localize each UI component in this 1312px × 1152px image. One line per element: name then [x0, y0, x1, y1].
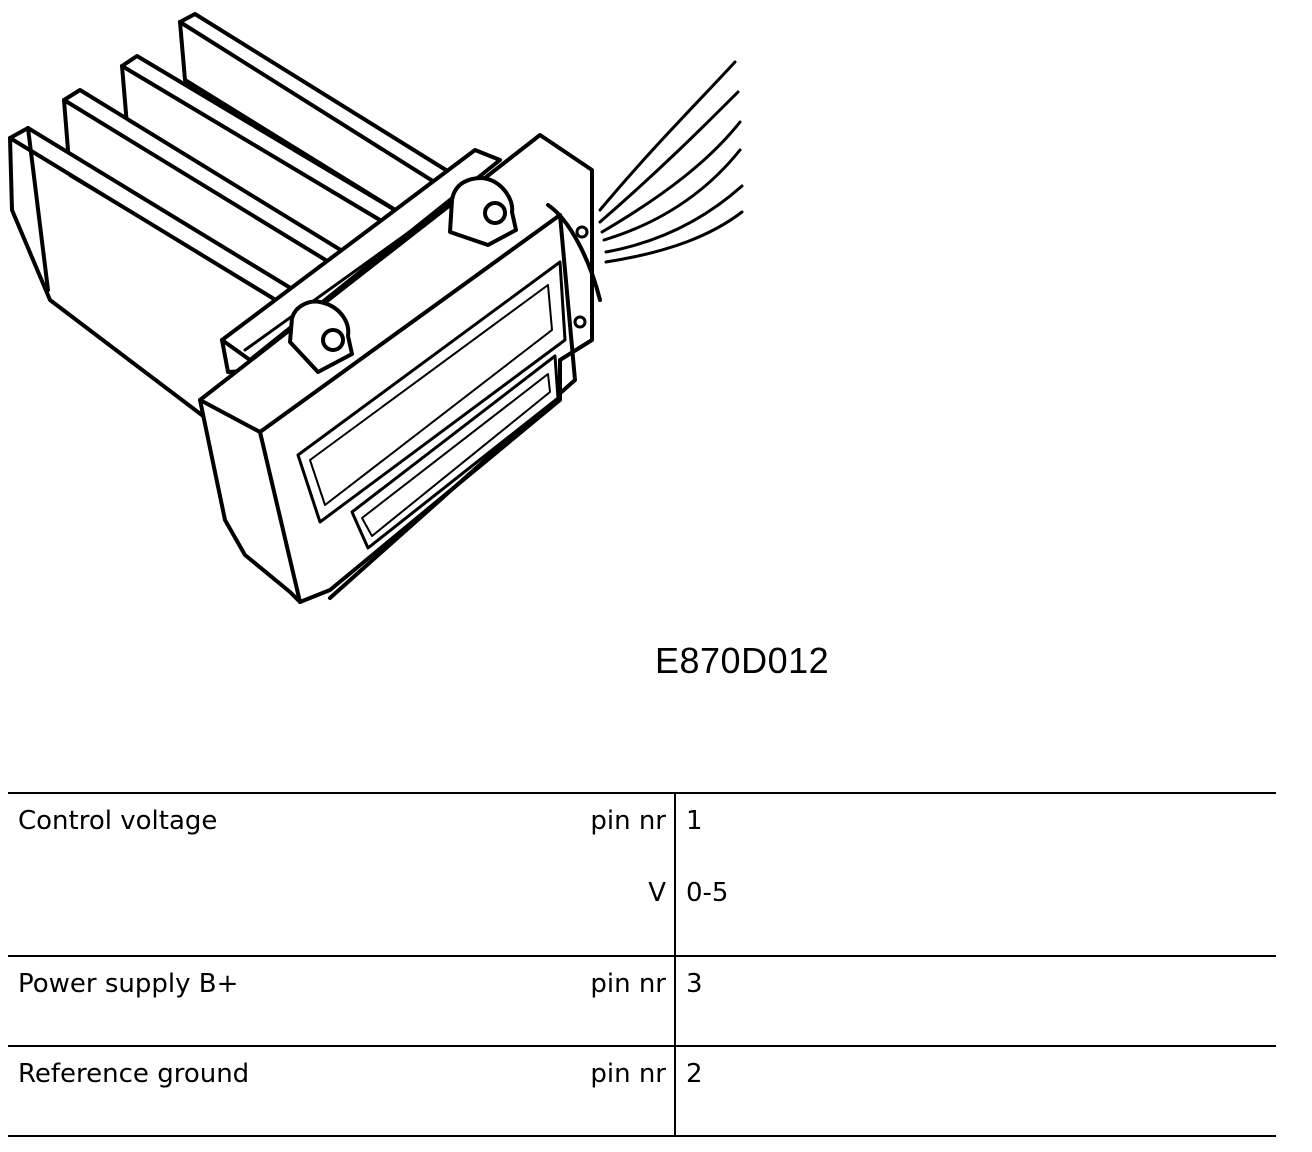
- table-row: Reference ground pin nr 2: [8, 1046, 1276, 1136]
- pin-label: pin nr: [590, 1059, 666, 1089]
- connector-body: [198, 133, 602, 604]
- signal-cell: Control voltage pin nr V: [8, 793, 676, 956]
- figure-code: E870D012: [655, 640, 830, 681]
- signal-name: Control voltage: [18, 806, 218, 836]
- table-row: Power supply B+ pin nr 3: [8, 956, 1276, 1046]
- connector-illustration: [8, 12, 744, 604]
- unit-label: V: [648, 878, 666, 908]
- blade-terminals: [8, 12, 472, 427]
- voltage-value: 0-5: [686, 878, 729, 908]
- value-cell: 2: [675, 1046, 1276, 1136]
- wire-bundle: [598, 60, 744, 264]
- pin-number: 3: [686, 969, 703, 999]
- signal-name: Power supply B+: [18, 969, 239, 999]
- pin-label: pin nr: [590, 969, 666, 999]
- pin-number: 2: [686, 1059, 703, 1089]
- value-cell: 3: [675, 956, 1276, 1046]
- pin-label: pin nr: [590, 806, 666, 836]
- signal-name: Reference ground: [18, 1059, 250, 1089]
- value-cell: 1 0-5: [675, 793, 1276, 956]
- signal-cell: Reference ground pin nr: [8, 1046, 676, 1136]
- mounting-lugs: [288, 176, 518, 374]
- pin-number: 1: [686, 806, 703, 836]
- table-row: Control voltage pin nr V 1 0-5: [8, 793, 1276, 956]
- signal-cell: Power supply B+ pin nr: [8, 956, 676, 1046]
- pin-table: Control voltage pin nr V 1 0-5 Power sup…: [8, 792, 1276, 1137]
